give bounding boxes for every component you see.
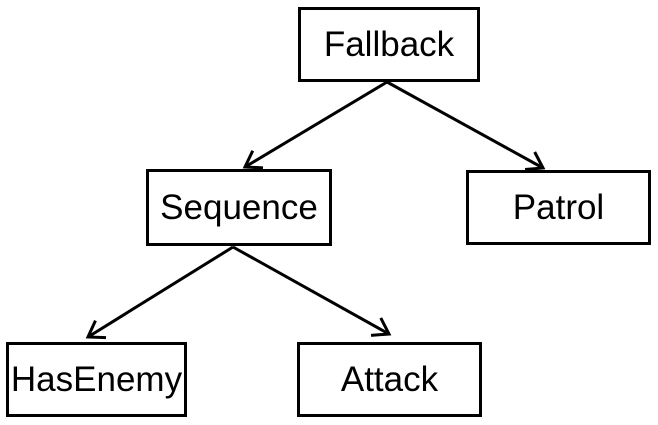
node-fallback: Fallback [298, 7, 480, 82]
node-hasenemy: HasEnemy [6, 342, 187, 417]
node-attack: Attack [297, 342, 482, 417]
node-sequence: Sequence [146, 169, 332, 246]
node-attack-label: Attack [340, 360, 439, 399]
edge-fallback-to-sequence [242, 80, 388, 170]
node-patrol-label: Patrol [512, 188, 605, 227]
node-hasenemy-label: HasEnemy [10, 360, 183, 399]
edge-sequence-to-hasenemy [85, 245, 234, 340]
edge-sequence-to-attack [232, 245, 392, 337]
edge-fallback-to-patrol [386, 80, 546, 172]
node-fallback-label: Fallback [323, 25, 455, 64]
node-patrol: Patrol [466, 170, 651, 245]
node-sequence-label: Sequence [160, 188, 318, 227]
